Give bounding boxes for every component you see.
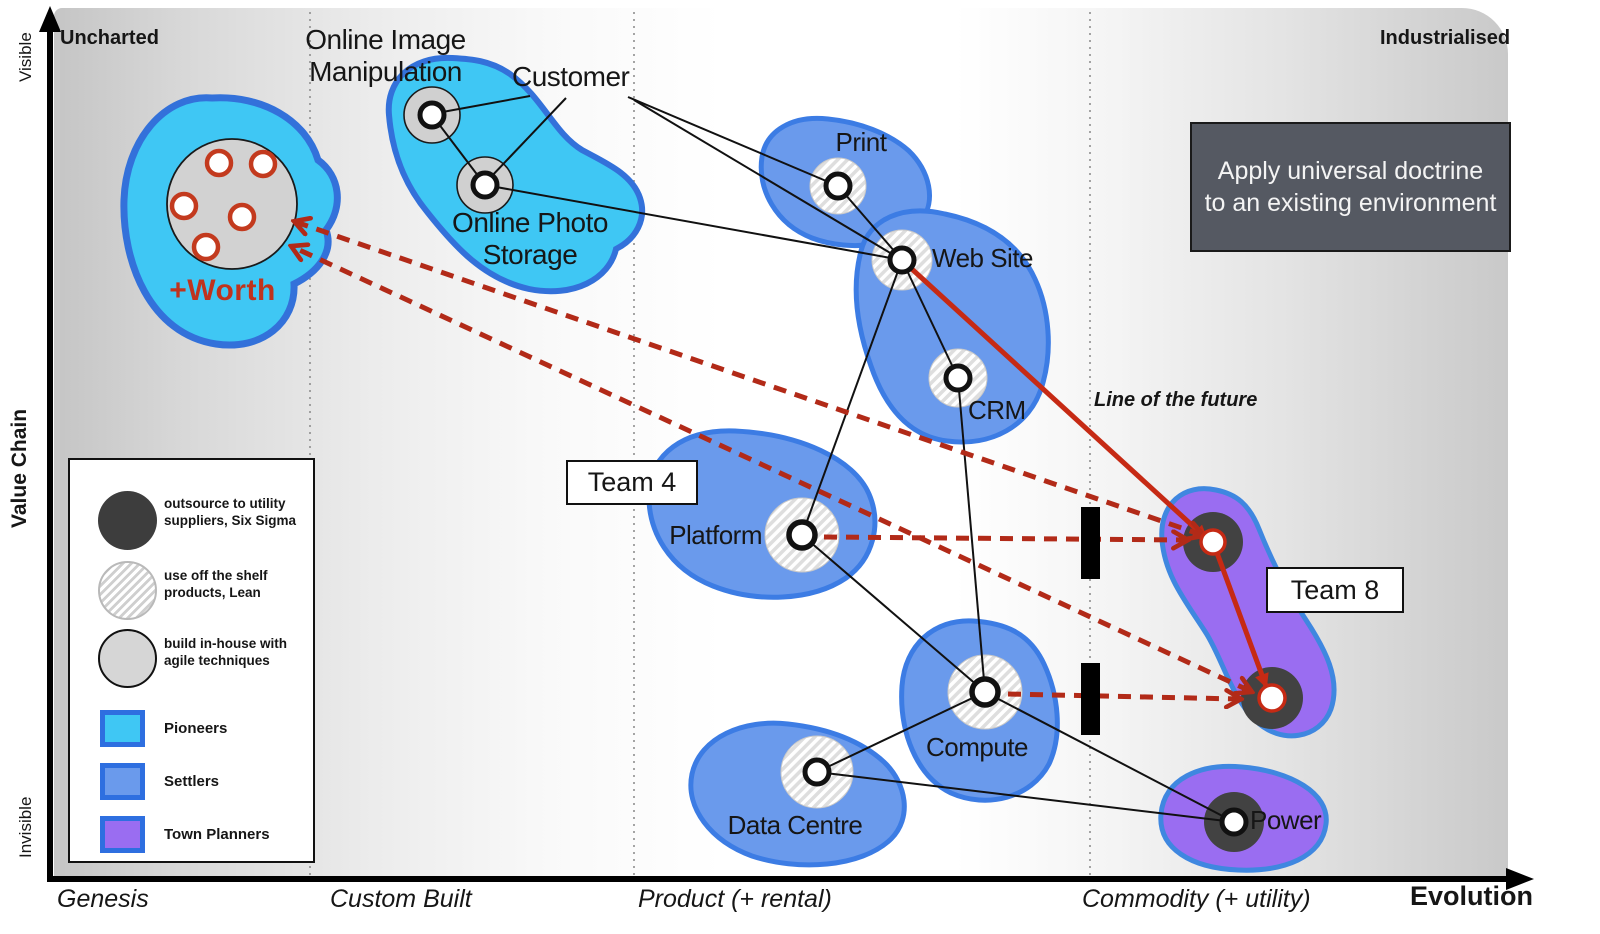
stage-product: Product (+ rental) [638, 885, 832, 913]
team4-box: Team 4 [566, 460, 698, 505]
legend: outsource to utility suppliers, Six Sigm… [68, 458, 315, 863]
data-centre-label: Data Centre [727, 810, 863, 840]
line-of-future-label: Line of the future [1094, 389, 1258, 411]
legend-off-the-shelf-text: use off the shelf products, Lean [164, 568, 268, 600]
legend-settlers-label: Settlers [164, 773, 220, 790]
y-axis-invisible-label: Invisible [16, 796, 35, 858]
platform-label: Platform [669, 520, 762, 550]
legend-outsource-icon [98, 491, 157, 550]
print-label: Print [835, 127, 887, 157]
online-photo-storage-label: Online Photo Storage [452, 207, 608, 271]
compute-commoditise-arrow [1007, 694, 1239, 699]
legend-in-house-text: build in-house with agile techniques [164, 636, 287, 668]
legend-town-planners-label: Town Planners [164, 826, 270, 843]
compute-label: Compute [926, 732, 1029, 762]
evolution-arrows [293, 222, 1250, 699]
platform-commoditise-arrow [823, 537, 1186, 540]
team8-box: Team 8 [1266, 567, 1404, 613]
legend-settlers-icon [100, 763, 145, 800]
inertia-bar-compute [1081, 663, 1100, 735]
doctrine-annotation-box: Apply universal doctrine to an existing … [1190, 122, 1511, 252]
axes [39, 6, 1534, 890]
doctrine-line-1: Apply universal doctrine [1217, 156, 1484, 185]
customer-label: Customer [512, 61, 630, 92]
team4-label: Team 4 [587, 467, 677, 497]
node-centers [417, 100, 1287, 837]
inertia-bar-platform [1081, 507, 1100, 579]
legend-outsource-text: outsource to utility suppliers, Six Sigm… [164, 496, 297, 528]
stage-custom-built: Custom Built [330, 885, 472, 913]
inertia-bars [1081, 507, 1100, 735]
power-label: Power [1250, 805, 1322, 835]
legend-in-house-icon [98, 629, 157, 688]
legend-off-the-shelf-icon [98, 561, 157, 620]
worth-activity-dots [169, 148, 278, 262]
x-axis-title: Evolution [1410, 881, 1533, 911]
stage-genesis: Genesis [57, 885, 149, 913]
y-axis-visible-label: Visible [16, 32, 35, 82]
online-image-manipulation-label: Online Image Manipulation [305, 24, 466, 88]
doctrine-line-2: to an existing environment [1204, 189, 1497, 217]
legend-pioneers-label: Pioneers [164, 720, 228, 737]
legend-town-planners-icon [100, 816, 145, 853]
web-site-label: Web Site [932, 243, 1034, 273]
y-axis-title: Value Chain [8, 408, 31, 528]
industrialised-label: Industrialised [1380, 27, 1511, 49]
platform-blob [646, 428, 878, 600]
worth-label: +Worth [169, 274, 276, 307]
team8-label: Team 8 [1290, 574, 1380, 605]
legend-pioneers-icon [100, 710, 145, 747]
crm-label: CRM [968, 395, 1026, 425]
stage-commodity: Commodity (+ utility) [1082, 885, 1311, 913]
uncharted-label: Uncharted [60, 27, 159, 49]
